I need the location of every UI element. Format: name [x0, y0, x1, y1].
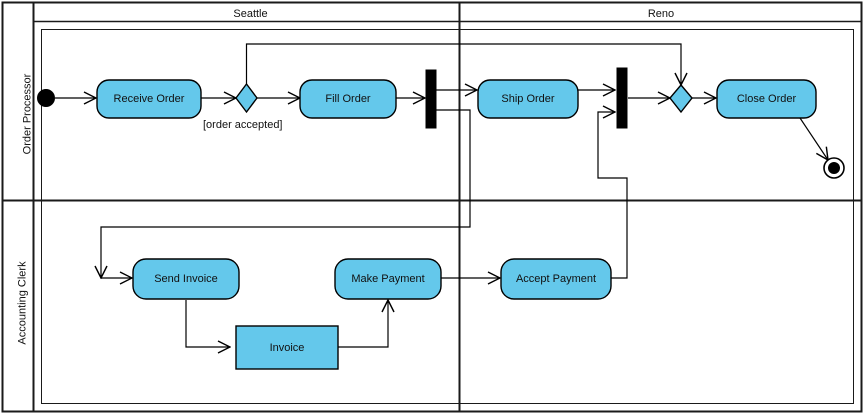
activity-final-node[interactable] [823, 157, 845, 179]
lane-label-order-processor: Order Processor [21, 73, 34, 155]
action-make-payment[interactable] [334, 258, 442, 300]
action-ship-order[interactable] [477, 79, 579, 119]
action-close-order[interactable] [716, 79, 817, 119]
action-fill-order[interactable] [299, 79, 397, 119]
edge-accept-payment-to-join [597, 112, 628, 279]
fork-node[interactable] [425, 69, 437, 129]
edge-send-invoice-to-invoice [185, 300, 230, 347]
decision-node[interactable] [235, 82, 258, 114]
join-node[interactable] [616, 67, 628, 129]
initial-node[interactable] [37, 89, 55, 107]
edge-invoice-to-make-payment [338, 300, 388, 348]
edge-decision-to-merge [245, 43, 682, 85]
merge-node[interactable] [669, 83, 693, 114]
action-receive-order[interactable] [96, 79, 202, 119]
guard-label-order-accepted: [order accepted] [203, 119, 283, 131]
action-send-invoice[interactable] [132, 258, 240, 300]
edge-close-order-to-end [799, 117, 828, 160]
action-accept-payment[interactable] [500, 258, 612, 300]
partition-header-seattle: Seattle [233, 7, 268, 20]
lane-label-accounting-clerk: Accounting Clerk [16, 261, 29, 345]
edges-layer [55, 43, 828, 348]
edge-fork-to-send-invoice [101, 109, 471, 278]
object-node-invoice[interactable] [235, 325, 339, 370]
partition-header-reno: Reno [647, 7, 675, 20]
